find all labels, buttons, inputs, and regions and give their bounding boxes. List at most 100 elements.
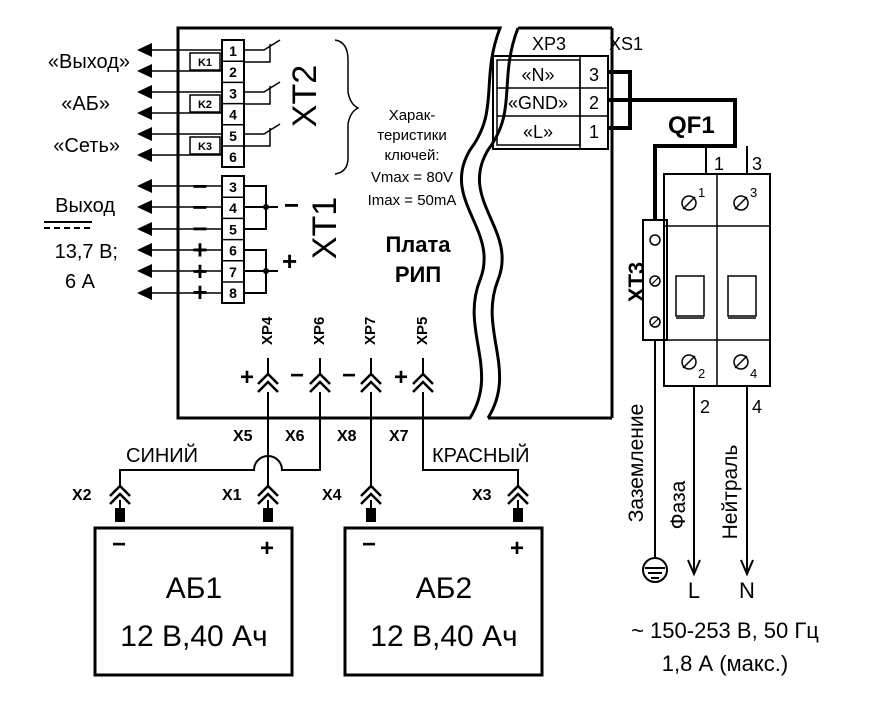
xt2-pin-2: 2 bbox=[229, 64, 237, 80]
output-arrow-icon bbox=[137, 85, 152, 99]
relay-k1-label: K1 bbox=[198, 57, 212, 69]
breaker-sym-top-3: 3 bbox=[750, 185, 757, 200]
relay-k3-label: K3 bbox=[198, 141, 212, 153]
connector-chevron-icon bbox=[109, 492, 131, 505]
xt1-sign-4: − bbox=[192, 192, 207, 222]
battery-ab1-name: АБ1 bbox=[166, 572, 222, 605]
ground-icon bbox=[642, 557, 668, 583]
battery-ab1-spec: 12 В,40 Ач bbox=[120, 620, 267, 653]
connector-chevron-icon bbox=[507, 484, 529, 497]
breaker-sym-bot-2: 2 bbox=[698, 366, 705, 381]
xt1-sign-7: + bbox=[192, 256, 207, 286]
xt2-pin-1: 1 bbox=[229, 43, 237, 59]
xp5-sign: + bbox=[394, 364, 408, 391]
battery-connectors bbox=[109, 484, 529, 522]
output-arrow-icon bbox=[137, 148, 152, 162]
pin-1-number: 1 bbox=[589, 122, 599, 142]
battery-terminal bbox=[513, 508, 523, 522]
breaker-sym-top-1: 1 bbox=[698, 185, 705, 200]
xt2-pin-5: 5 bbox=[229, 128, 237, 144]
mains-voltage: ~ 150-253 В, 50 Гц bbox=[631, 618, 819, 643]
connector-chevron-icon bbox=[309, 372, 331, 385]
connector-xp6: XP6 bbox=[311, 317, 328, 345]
battery-terminal bbox=[366, 508, 376, 522]
label-neutral: Нейтраль bbox=[719, 445, 742, 540]
breaker-top-3: 3 bbox=[752, 154, 762, 174]
key-spec-line4: Vmax = 80V bbox=[371, 169, 453, 186]
connector-chevron-icon bbox=[360, 492, 382, 505]
mains-output-wires: 2 4 bbox=[654, 340, 762, 577]
xt1-plus-sign: + bbox=[282, 246, 297, 276]
breaker-name: QF1 bbox=[668, 112, 715, 139]
output-current: 6 А bbox=[65, 271, 96, 293]
breaker-top-1: 1 bbox=[714, 154, 724, 174]
battery-ab2-plus: + bbox=[510, 535, 524, 562]
pin-n-label: «N» bbox=[521, 65, 554, 85]
xt2-pin-6: 6 bbox=[229, 149, 237, 165]
connector-x4: X4 bbox=[322, 487, 342, 504]
output-arrows bbox=[137, 43, 222, 300]
output-label-set: «Сеть» bbox=[53, 135, 120, 157]
board-wave-inner bbox=[477, 27, 520, 419]
connector-chevron-icon bbox=[360, 380, 382, 393]
mains-current: 1,8 А (макс.) bbox=[662, 651, 788, 676]
board-connectors bbox=[257, 358, 434, 393]
xt1-sign-8: + bbox=[192, 277, 207, 307]
xt3-terminal: XT3 bbox=[624, 219, 668, 341]
battery-ab2-name: АБ2 bbox=[416, 572, 472, 605]
xt1-pin-7: 7 bbox=[229, 264, 237, 280]
battery-ab1: − + АБ1 12 В,40 Ач bbox=[93, 526, 294, 677]
battery-ab2-minus: − bbox=[362, 531, 376, 558]
connector-chevron-icon bbox=[360, 484, 382, 497]
board-name-line2: РИП bbox=[395, 262, 441, 287]
wire-red-label: КРАСНЫЙ bbox=[432, 443, 530, 467]
xt1-minus-sign: − bbox=[284, 190, 299, 220]
xt1-pin-3: 3 bbox=[229, 179, 237, 195]
connector-chevron-icon bbox=[109, 484, 131, 497]
relay-k3-box bbox=[189, 136, 221, 155]
connector-chevron-icon bbox=[507, 492, 529, 505]
xt1-minus-bus bbox=[244, 185, 278, 230]
battery-ab2-spec: 12 В,40 Ач bbox=[370, 620, 517, 653]
connector-xp4: XP4 bbox=[259, 316, 276, 345]
xp7-sign: − bbox=[342, 362, 356, 389]
battery-ab1-minus: − bbox=[112, 531, 126, 558]
label-L: L bbox=[688, 578, 700, 603]
output-arrow-icon bbox=[137, 106, 152, 120]
connector-chevron-icon bbox=[257, 380, 279, 393]
connector-x7: X7 bbox=[389, 428, 409, 445]
xt1-block: 3−4−5−6+7+8+ − + XT1 bbox=[192, 171, 344, 307]
output-arrow-icon bbox=[137, 286, 152, 300]
xp4-sign: + bbox=[240, 364, 254, 391]
output-label-vykhod-power: Выход bbox=[55, 195, 115, 217]
pin-l-label: «L» bbox=[523, 122, 553, 142]
pin-2-number: 2 bbox=[589, 93, 599, 113]
output-label-ab: «АБ» bbox=[61, 93, 110, 115]
connector-x2: X2 bbox=[72, 487, 92, 504]
key-spec-line3: ключей: bbox=[384, 147, 439, 164]
connector-chevron-icon bbox=[257, 372, 279, 385]
output-arrow-icon bbox=[137, 179, 152, 193]
breaker-sym-bot-4: 4 bbox=[750, 366, 757, 381]
connector-chevron-icon bbox=[412, 372, 434, 385]
xs1-label: XS1 bbox=[609, 34, 643, 54]
connector-xp5: XP5 bbox=[414, 317, 431, 345]
xt1-sign-3: − bbox=[192, 171, 207, 201]
xt2-pin-3: 3 bbox=[229, 85, 237, 101]
xt1-pin-6: 6 bbox=[229, 243, 237, 259]
connector-x6: X6 bbox=[285, 428, 305, 445]
xt2-pin-4: 4 bbox=[229, 107, 237, 123]
key-spec-line2: теристики bbox=[377, 127, 446, 144]
board-name-line1: Плата bbox=[385, 232, 451, 257]
connector-xp7: XP7 bbox=[362, 317, 379, 345]
xt1-sign-5: − bbox=[192, 213, 207, 243]
label-phase: Фаза bbox=[667, 480, 690, 529]
wire-blue-label: СИНИЙ bbox=[126, 443, 198, 467]
relay-k1-box bbox=[189, 52, 221, 71]
output-voltage: 13,7 В; bbox=[55, 241, 118, 263]
key-spec-line1: Харак- bbox=[389, 107, 436, 124]
xt1-pin-8: 8 bbox=[229, 285, 237, 301]
pin-3-number: 3 bbox=[589, 65, 599, 85]
xt1-pin-5: 5 bbox=[229, 221, 237, 237]
